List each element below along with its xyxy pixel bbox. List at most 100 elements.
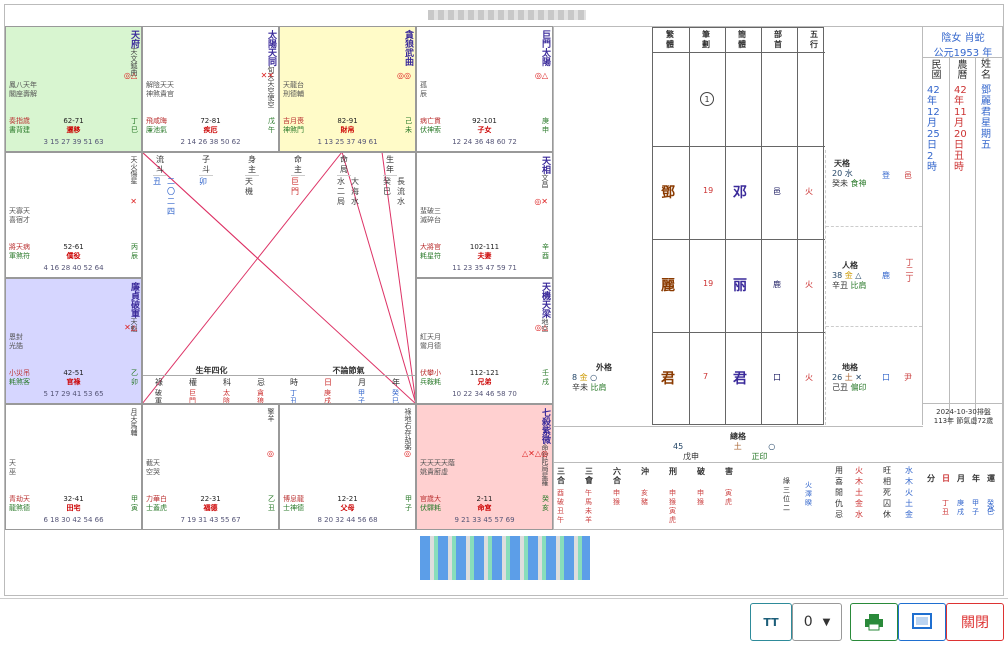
wai-label: 外格: [596, 363, 612, 372]
star-marks: ◎△: [534, 71, 548, 80]
branch-earth: 申: [542, 126, 549, 134]
rel-val: 寅虎: [725, 489, 732, 506]
palace-gods: 小災吊耗煞客: [9, 369, 57, 387]
palace-gods: 大將官耗星符: [420, 243, 468, 261]
rel-head: 破: [697, 467, 705, 476]
font-size-select[interactable]: 0 ▼: [792, 603, 842, 641]
sihua-val: 巨門: [189, 389, 196, 404]
print-button[interactable]: [850, 603, 898, 641]
gods-row2: 神煞門: [283, 126, 304, 134]
pillar-head: 時: [290, 378, 298, 387]
minor-star: 旬天天: [267, 66, 275, 87]
main-star: 巨門: [540, 30, 550, 48]
wai-num: 8 金 ○: [572, 373, 598, 382]
small-stars: 恩封 光誥: [9, 333, 23, 350]
palace-gods: 將天病軍煞符: [9, 243, 57, 261]
stroke-count: 7: [703, 372, 709, 381]
minor-star: 命鈴陀: [541, 444, 549, 465]
minor-star: 空使空: [267, 87, 275, 108]
dob-lunar-value: 42年11月20日丑時: [954, 85, 967, 173]
palace-years: 5 17 29 41 53 65: [43, 390, 104, 398]
small-pillar-head: 運: [987, 474, 995, 483]
pillar-val: 庚戌: [324, 389, 331, 404]
element: 火: [805, 373, 813, 382]
trad-char: 鄧: [661, 185, 675, 201]
minor-star: 羊: [267, 415, 275, 422]
gods-row1: 奏指歲: [9, 117, 30, 125]
main-star: 天梁: [540, 300, 550, 318]
di-r1: 口: [882, 373, 890, 382]
small-pillar-head: 日: [942, 474, 950, 483]
center-col-val: 卯: [199, 177, 207, 186]
simp-char: 君: [733, 371, 747, 387]
wx-val: 火: [855, 466, 863, 475]
palace-branch: 甲子: [405, 495, 412, 513]
close-button[interactable]: 關閉: [946, 603, 1004, 641]
screen-button[interactable]: [898, 603, 946, 641]
center-col-val: 水二局: [337, 177, 345, 206]
wx-val: 金: [855, 499, 863, 508]
small-stars: 蜚破三 滅碎台: [420, 207, 441, 224]
sihua-head: 科: [223, 378, 231, 387]
palace-name: 疾厄: [203, 126, 218, 134]
analysis-column: 天格 20 水 癸未 食神 登 邑 人格 38 金 △ 辛丑 比肩 鹿 丁二丁 …: [825, 150, 922, 425]
rel-val: 亥豬: [641, 489, 648, 506]
chart-age: 113年 節氣虛72歲: [933, 417, 994, 425]
minor-star: 天文: [130, 48, 138, 62]
wx-state: 相: [883, 477, 891, 486]
gods-row1: 青劫天: [9, 495, 30, 503]
main-star: 天府: [129, 30, 139, 48]
small-stars: 天天天天蔭 姚貴廚虛: [420, 459, 455, 476]
small-stars: 解陰天天 神煞貴官: [146, 81, 174, 98]
small-pillar-val: 甲子: [972, 499, 979, 516]
branch-earth: 酉: [542, 252, 549, 260]
palace-branch: 辛酉: [542, 243, 549, 261]
main-star: 破軍: [129, 300, 139, 318]
palace-name: 兄弟: [477, 378, 492, 386]
small-pillar-val: 丁丑: [942, 499, 949, 516]
palace-branch: 甲寅: [131, 495, 138, 513]
palace-gods: 青劫天龍煞德: [9, 495, 57, 513]
stroke-circle: 1: [700, 92, 714, 106]
branch-stem: 壬: [542, 369, 549, 377]
palace-age: 82-91: [337, 117, 358, 125]
gods-row1: 伏攀小: [420, 369, 441, 377]
branch-earth: 巳: [131, 126, 138, 134]
dob-name-value: 鄧麗君 星期五: [981, 85, 991, 151]
palace-name: 遷移: [66, 126, 81, 134]
palace-stars: 天府天文鉞曲: [128, 30, 139, 76]
dob-name-title: 姓名: [981, 59, 991, 81]
gods-row2: 士蓋虎: [146, 504, 167, 512]
minor-star: 地: [541, 318, 549, 325]
rel-head: 三合: [557, 467, 565, 485]
star-marks: ✕: [130, 197, 137, 206]
font-size-button[interactable]: TT: [750, 603, 792, 641]
star-marks: ◎: [404, 449, 411, 458]
simp-char: 邓: [733, 185, 747, 201]
main-star: 廉貞: [129, 282, 139, 300]
branch-stem: 癸: [542, 495, 549, 503]
gods-row2: 書背建: [9, 126, 30, 134]
extra-col2: 火澤睽: [805, 481, 812, 507]
star-marks: ✕✕: [260, 71, 274, 80]
palace-name: 父母: [340, 504, 355, 512]
palace-name: 福德: [203, 504, 218, 512]
